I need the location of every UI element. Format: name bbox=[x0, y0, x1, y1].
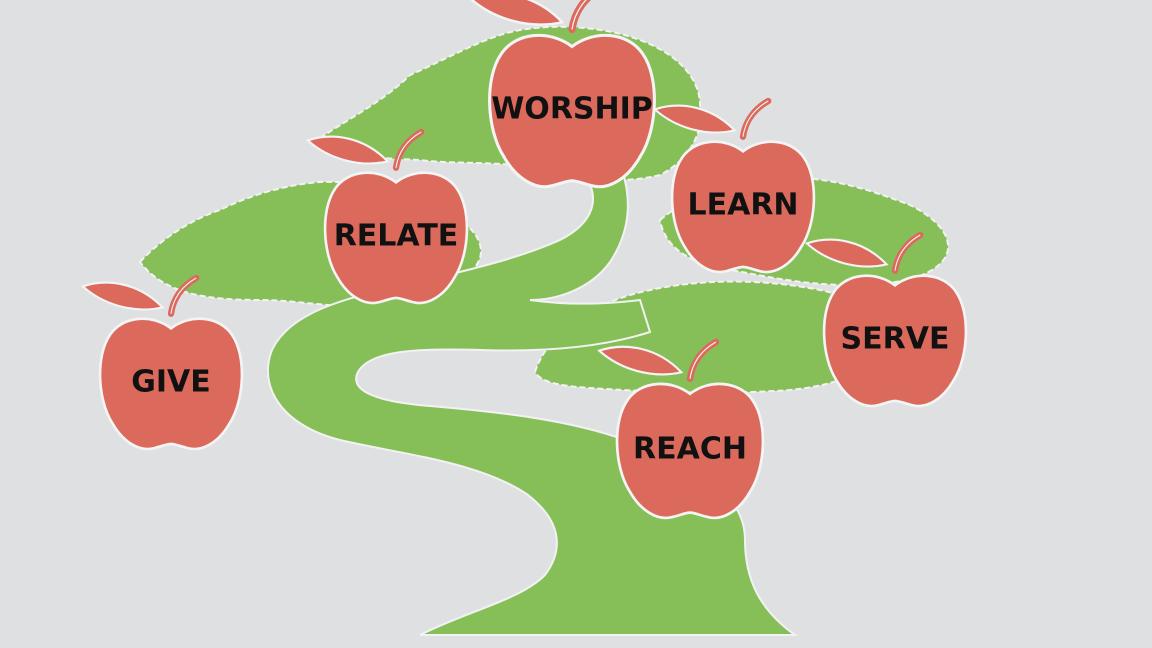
apple-relate: RELATE bbox=[308, 132, 467, 303]
apple-label-give: GIVE bbox=[131, 365, 211, 400]
apple-worship: WORSHIP bbox=[470, 0, 655, 187]
apple-label-serve: SERVE bbox=[841, 322, 950, 357]
apple-serve: SERVE bbox=[807, 235, 966, 406]
apple-label-worship: WORSHIP bbox=[491, 92, 653, 127]
apple-label-reach: REACH bbox=[633, 432, 747, 467]
apple-label-learn: LEARN bbox=[687, 188, 798, 223]
apple-reach: REACH bbox=[599, 342, 763, 518]
apple-learn: LEARN bbox=[655, 101, 814, 272]
apple-label-relate: RELATE bbox=[334, 219, 459, 254]
apple-give: GIVE bbox=[83, 278, 242, 449]
apples: WORSHIP RELATE LEARN GIVE SERVE REACH bbox=[83, 0, 966, 518]
